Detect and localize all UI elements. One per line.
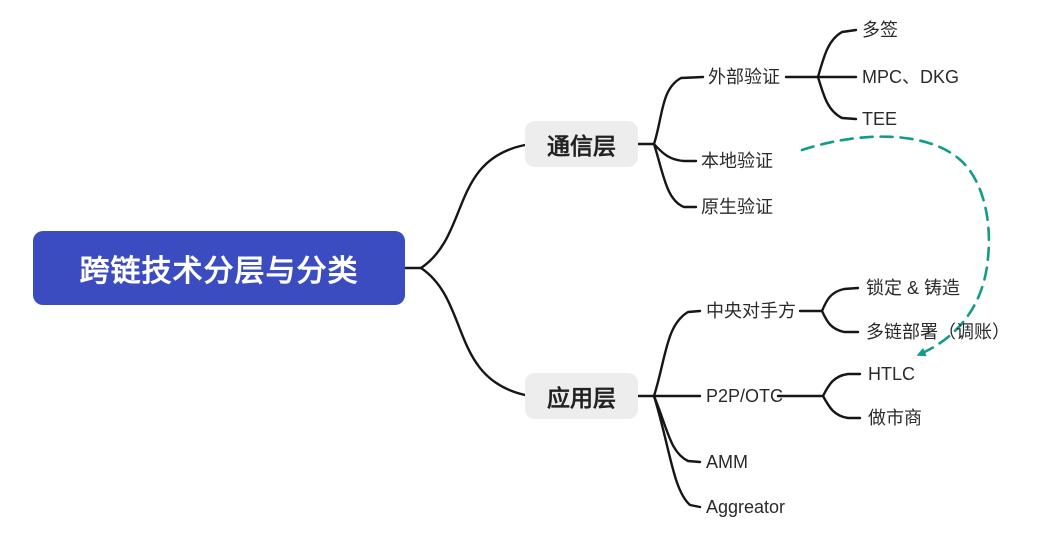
node-native-verification[interactable]: 原生验证 [701,197,773,217]
root-node[interactable]: 跨链技术分层与分类 [33,231,405,305]
edge-to-native-verification [652,142,698,209]
node-multisig[interactable]: 多签 [862,20,898,40]
edge-to-external-verification [652,75,705,146]
node-market-maker[interactable]: 做市商 [868,408,922,428]
node-local-verification[interactable]: 本地验证 [701,151,773,171]
edge-to-local-verification [652,142,698,163]
node-aggregator[interactable]: Aggreator [706,497,786,517]
node-multichain-deployment[interactable]: 多链部署（调账） [866,322,1010,342]
node-central-counterparty[interactable]: 中央对手方 [706,301,796,321]
node-external-verification[interactable]: 外部验证 [708,67,780,87]
node-mpc-dkg[interactable]: MPC、DKG [862,67,960,87]
edge-root-to-application-layer [419,266,527,397]
node-tee[interactable]: TEE [862,109,898,129]
edge-to-amm [652,394,702,464]
node-application-layer[interactable]: 应用层 [525,373,638,419]
edge-to-central-counterparty [652,309,702,398]
edge-root-to-communication-layer [419,143,527,270]
edge-to-aggregator [652,394,702,509]
node-p2p-otc[interactable]: P2P/OTC [706,386,784,406]
node-htlc[interactable]: HTLC [868,364,916,384]
node-lock-and-mint[interactable]: 锁定 & 铸造 [866,278,961,298]
edge-to-tee [816,75,858,121]
edge-to-lock-and-mint [820,286,860,313]
edge-to-htlc [821,372,862,398]
node-amm[interactable]: AMM [706,452,748,472]
edge-to-market-maker [821,394,862,420]
edge-to-multichain-deployment [820,309,860,334]
node-communication-layer[interactable]: 通信层 [525,121,638,167]
dashed-relation-arrow[interactable] [800,135,991,357]
edge-to-multisig [816,28,858,79]
